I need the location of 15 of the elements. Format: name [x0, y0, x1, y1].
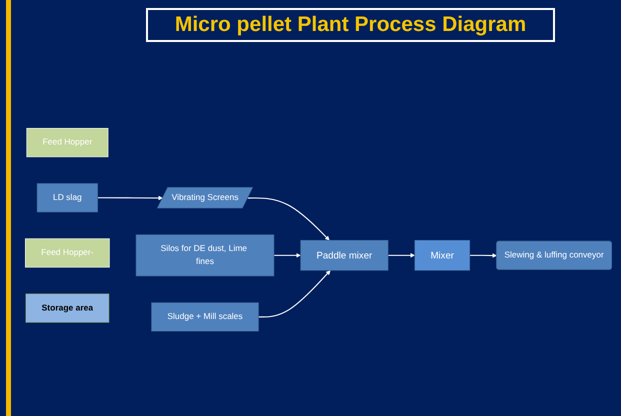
node-box: Feed Hopper	[26, 128, 108, 158]
arrow	[388, 253, 415, 258]
arrow	[470, 253, 497, 258]
node-box: Paddle mixer	[300, 240, 388, 271]
arrow	[98, 196, 163, 201]
node-box: Mixer	[414, 240, 470, 271]
arrow	[248, 198, 330, 241]
node-box: Silos for DE dust, Lime fines	[136, 234, 274, 277]
node-box: Storage area	[25, 294, 110, 323]
arrow	[258, 270, 331, 318]
node-box: Feed Hopper-	[24, 238, 110, 268]
diagram-title: Micro pellet Plant Process Diagram	[146, 8, 555, 42]
node-box: Sludge + Mill scales	[151, 302, 259, 332]
node-box: LD slag	[36, 183, 98, 213]
arrow	[274, 253, 301, 258]
